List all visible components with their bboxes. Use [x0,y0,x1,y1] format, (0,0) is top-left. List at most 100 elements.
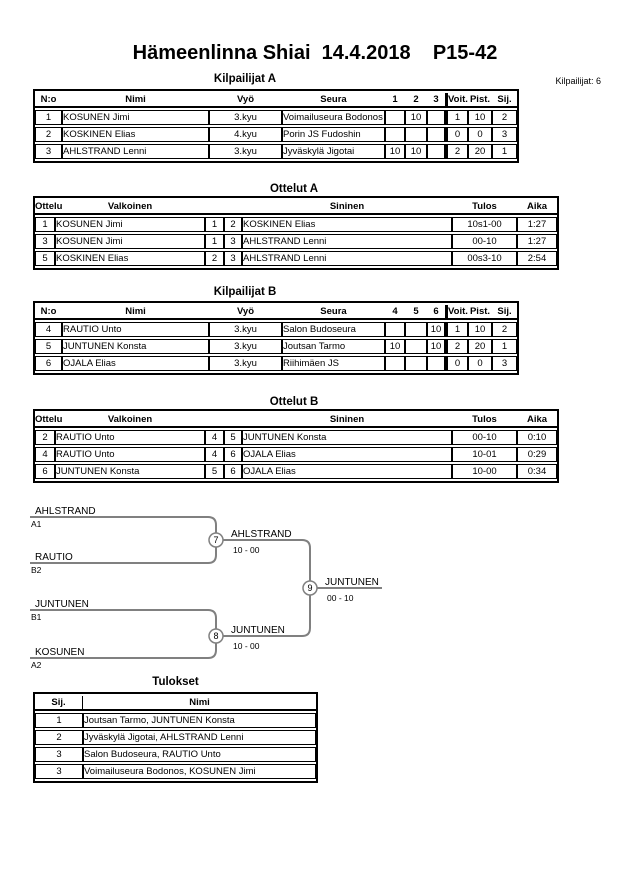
cell-score: 10 [405,144,427,159]
cell-name: OJALA Elias [62,356,209,371]
cell-white-no: 4 [205,430,224,445]
cell-time: 1:27 [517,217,557,232]
table-row: 3 AHLSTRAND Lenni 3.kyu Jyväskylä Jigota… [35,144,517,159]
cell-score [385,110,405,125]
pool-b-title: Kilpailijat B [213,286,277,298]
cell-no: 2 [35,127,62,142]
col-white: Valkoinen [55,413,205,428]
cell-points: 10 [468,110,492,125]
cell-time: 0:34 [517,464,557,479]
cell-wins: 0 [445,356,468,371]
bracket-line [223,595,311,637]
col-white: Valkoinen [55,200,205,215]
cell-no: 4 [35,322,62,337]
sf2-bottom-name: KOSUNEN [35,647,84,658]
col-match: Ottelu [35,200,62,215]
table-row: 3 Salon Budoseura, RAUTIO Unto [35,747,316,762]
header-row: N:o Nimi Vyö Seura 4 5 6 Voit. Pist. Sij… [35,305,517,320]
header-row: Ottelu Valkoinen Sininen Tulos Aika [35,200,557,215]
cell-name: KOSKINEN Elias [62,127,209,142]
competitors-count: Kilpailijat: 6 [555,76,601,86]
bracket-line [30,516,217,533]
cell-name: Joutsan Tarmo, JUNTUNEN Konsta [83,713,316,728]
cell-score: 10 [385,339,405,354]
cell-name: Voimailuseura Bodonos, KOSUNEN Jimi [83,764,316,779]
cell-club: Jyväskylä Jigotai [282,144,385,159]
col-opp5: 5 [405,305,427,320]
sf2-winner-name: JUNTUNEN [231,625,285,636]
cell-place: 3 [35,764,83,779]
col-no: N:o [35,93,62,108]
cell-place: 2 [492,322,517,337]
cell-name: AHLSTRAND Lenni [62,144,209,159]
col-name: Nimi [62,93,209,108]
header-row: Ottelu Valkoinen Sininen Tulos Aika [35,413,557,428]
cell-club: Joutsan Tarmo [282,339,385,354]
match-7-number: 7 [213,535,218,545]
cell-no: 6 [35,356,62,371]
cell-place: 3 [492,356,517,371]
column-spacer [205,200,224,215]
match-7-circle [208,532,224,548]
column-spacer [224,200,242,215]
matches-b-table: Ottelu Valkoinen Sininen Tulos Aika 2 RA… [33,409,559,483]
cell-belt: 3.kyu [209,144,282,159]
table-row: 1 Joutsan Tarmo, JUNTUNEN Konsta [35,713,316,728]
cell-belt: 3.kyu [209,322,282,337]
cell-score [427,127,445,142]
bracket-line [30,643,217,659]
cell-score: 10 [405,110,427,125]
final-score: 00 - 10 [327,593,354,603]
cell-time: 1:27 [517,234,557,249]
cell-blue-no: 6 [224,464,242,479]
cell-score: 10 [385,144,405,159]
cell-white-no: 1 [205,217,224,232]
matches-a-table: Ottelu Valkoinen Sininen Tulos Aika 1 KO… [33,196,559,270]
cell-place: 1 [492,144,517,159]
cell-place: 2 [492,110,517,125]
col-time: Aika [517,200,557,215]
cell-place: 1 [35,713,83,728]
col-belt: Vyö [209,93,282,108]
cell-blue-no: 6 [224,447,242,462]
col-opp6: 6 [427,305,445,320]
sf1-bottom-name: RAUTIO [35,552,73,563]
pool-b-table: N:o Nimi Vyö Seura 4 5 6 Voit. Pist. Sij… [33,301,519,375]
cell-belt: 3.kyu [209,110,282,125]
cell-time: 0:29 [517,447,557,462]
col-points: Pist. [468,93,492,108]
col-blue: Sininen [242,200,452,215]
cell-name: RAUTIO Unto [62,322,209,337]
elimination-bracket: 7 8 9 AHLSTRAND A1 RAUTIO B2 AHLSTRAND 1… [30,506,382,670]
cell-blue-no: 3 [224,251,242,266]
cell-score [405,322,427,337]
cell-white-no: 5 [205,464,224,479]
cell-wins: 2 [445,144,468,159]
table-row: 4 RAUTIO Unto 3.kyu Salon Budoseura 10 1… [35,322,517,337]
pool-a-title: Kilpailijat A [213,73,277,85]
cell-no: 1 [35,110,62,125]
col-wins: Voit. [445,305,468,320]
column-spacer [224,413,242,428]
table-row: 3 KOSUNEN Jimi 1 3 AHLSTRAND Lenni 00-10… [35,234,557,249]
cell-name: KOSUNEN Jimi [62,110,209,125]
col-belt: Vyö [209,305,282,320]
table-row: 2 KOSKINEN Elias 4.kyu Porin JS Fudoshin… [35,127,517,142]
cell-white-no: 1 [205,234,224,249]
sf1-bottom-seed: B2 [31,565,42,575]
cell-result: 00-10 [452,234,517,249]
match-9-number: 9 [307,583,312,593]
col-points: Pist. [468,305,492,320]
matches-b-title: Ottelut B [269,396,319,408]
table-row: 5 KOSKINEN Elias 2 3 AHLSTRAND Lenni 00s… [35,251,557,266]
cell-match-no: 5 [35,251,55,266]
col-opp1: 1 [385,93,405,108]
final-winner-name: JUNTUNEN [325,577,379,588]
table-row: 6 OJALA Elias 3.kyu Riihimäen JS 0 0 3 [35,356,517,371]
cell-score [405,127,427,142]
cell-name: Salon Budoseura, RAUTIO Unto [83,747,316,762]
cell-result: 10s1-00 [452,217,517,232]
cell-blue-name: AHLSTRAND Lenni [242,251,452,266]
sf1-score: 10 - 00 [233,545,260,555]
col-name: Nimi [62,305,209,320]
